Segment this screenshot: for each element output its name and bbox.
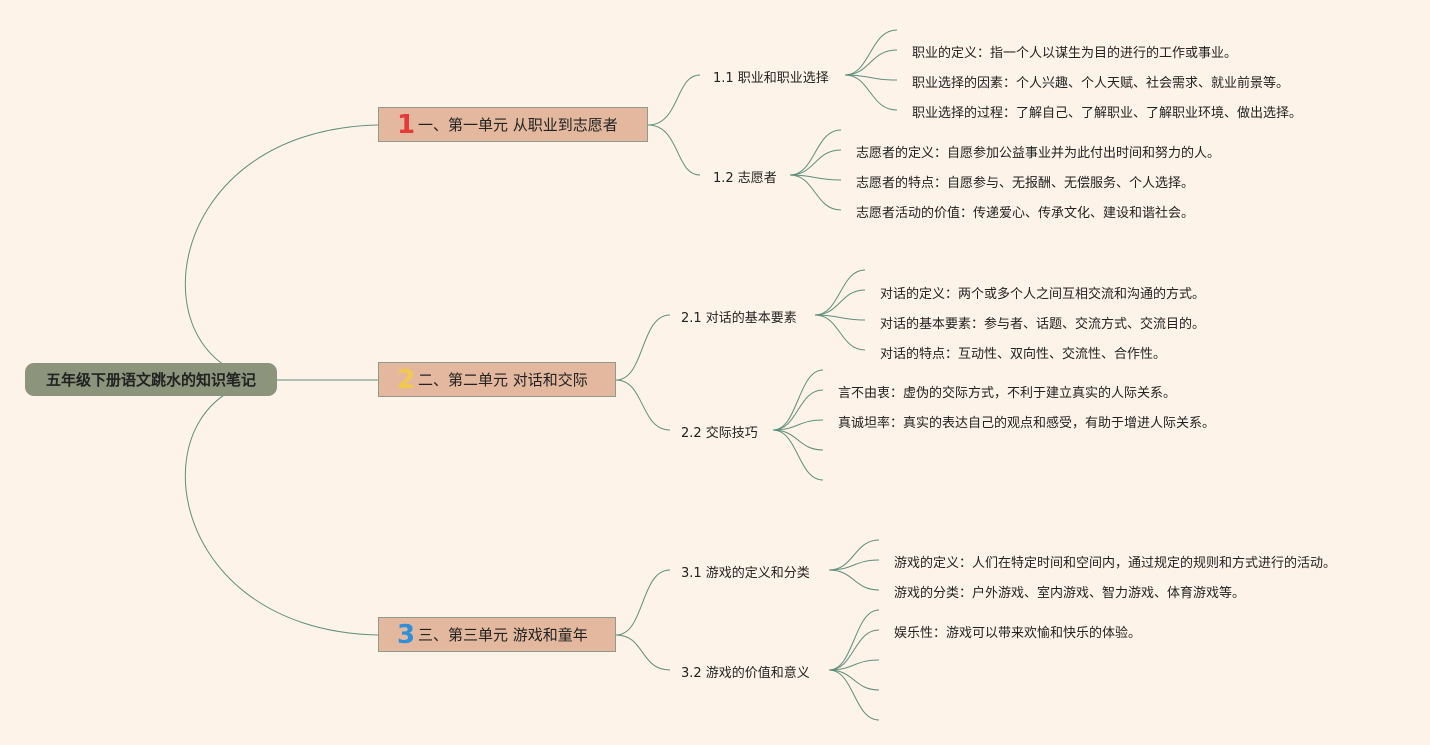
- number-1-icon: 1: [397, 109, 416, 140]
- unit-3-topic[interactable]: 3 三、第三单元 游戏和童年: [378, 617, 616, 652]
- subtopic-1-1[interactable]: 1.1 职业和职业选择: [713, 71, 829, 86]
- subtopic-3-1[interactable]: 3.1 游戏的定义和分类: [681, 566, 810, 581]
- unit-1-label: 一、第一单元 从职业到志愿者: [418, 116, 618, 134]
- subtopic-2-1[interactable]: 2.1 对话的基本要素: [681, 311, 797, 326]
- leaf-1-2-2[interactable]: 志愿者的特点：自愿参与、无报酬、无偿服务、个人选择。: [856, 176, 1195, 191]
- unit-2-topic[interactable]: 2 二、第二单元 对话和交际: [378, 362, 616, 397]
- number-3-icon: 3: [397, 619, 416, 650]
- leaf-2-2-2[interactable]: 真诚坦率：真实的表达自己的观点和感受，有助于增进人际关系。: [838, 416, 1216, 431]
- unit-1-topic[interactable]: 1 一、第一单元 从职业到志愿者: [378, 107, 648, 142]
- leaf-3-1-2[interactable]: 游戏的分类：户外游戏、室内游戏、智力游戏、体育游戏等。: [894, 586, 1246, 601]
- leaf-1-1-2[interactable]: 职业选择的因素：个人兴趣、个人天赋、社会需求、就业前景等。: [912, 76, 1290, 91]
- unit-2-label: 二、第二单元 对话和交际: [418, 371, 588, 389]
- unit-3-label: 三、第三单元 游戏和童年: [418, 626, 588, 644]
- subtopic-3-2[interactable]: 3.2 游戏的价值和意义: [681, 666, 810, 681]
- leaf-2-1-2[interactable]: 对话的基本要素：参与者、话题、交流方式、交流目的。: [880, 317, 1206, 332]
- subtopic-2-2[interactable]: 2.2 交际技巧: [681, 426, 758, 441]
- number-2-icon: 2: [397, 364, 416, 395]
- leaf-1-1-3[interactable]: 职业选择的过程：了解自己、了解职业、了解职业环境、做出选择。: [912, 106, 1303, 121]
- leaf-1-1-1[interactable]: 职业的定义：指一个人以谋生为目的进行的工作或事业。: [912, 46, 1238, 61]
- leaf-3-1-1[interactable]: 游戏的定义：人们在特定时间和空间内，通过规定的规则和方式进行的活动。: [894, 556, 1337, 571]
- leaf-2-2-1[interactable]: 言不由衷：虚伪的交际方式，不利于建立真实的人际关系。: [838, 386, 1177, 401]
- root-topic[interactable]: 五年级下册语文跳水的知识笔记: [25, 363, 277, 396]
- leaf-1-2-3[interactable]: 志愿者活动的价值：传递爱心、传承文化、建设和谐社会。: [856, 206, 1195, 221]
- leaf-3-2-1[interactable]: 娱乐性：游戏可以带来欢愉和快乐的体验。: [894, 626, 1142, 641]
- subtopic-1-2[interactable]: 1.2 志愿者: [713, 171, 777, 186]
- leaf-2-1-1[interactable]: 对话的定义：两个或多个人之间互相交流和沟通的方式。: [880, 287, 1206, 302]
- leaf-2-1-3[interactable]: 对话的特点：互动性、双向性、交流性、合作性。: [880, 347, 1167, 362]
- leaf-1-2-1[interactable]: 志愿者的定义：自愿参加公益事业并为此付出时间和努力的人。: [856, 146, 1221, 161]
